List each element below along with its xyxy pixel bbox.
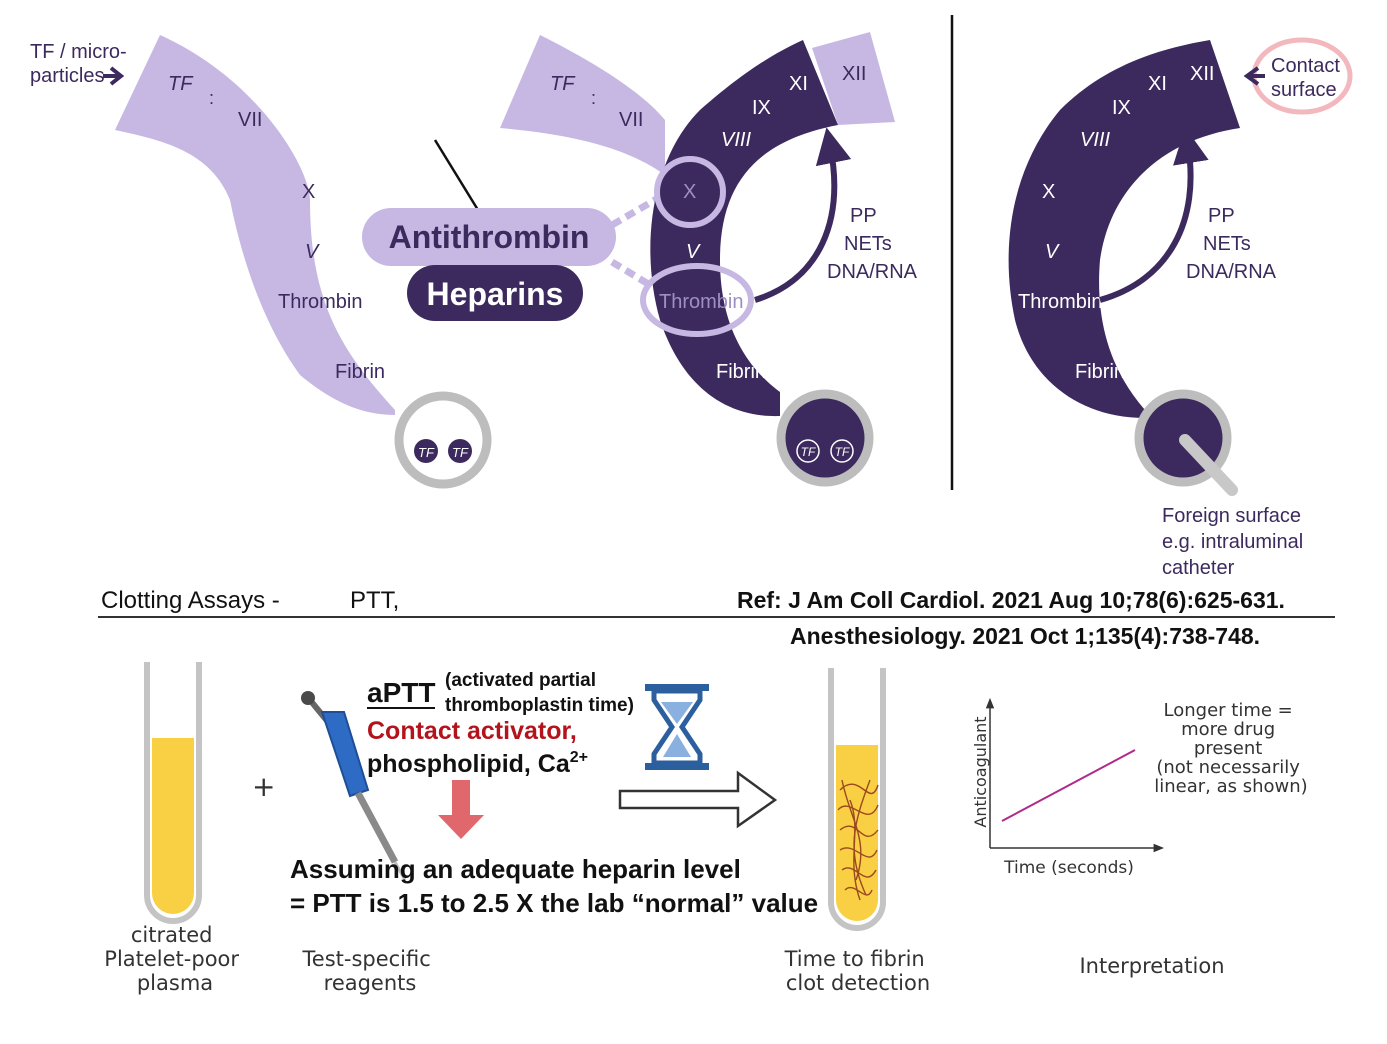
factor-tf: TF <box>550 73 576 95</box>
clot-detection-label: Time to fibrin clot detection <box>784 947 932 995</box>
factor-x: X <box>302 181 315 203</box>
heparins-pill <box>407 265 583 321</box>
hourglass-icon <box>645 684 709 770</box>
aptt-description: (activated partial thromboplastin time) <box>445 670 634 716</box>
interpretation-graph: Anticoagulant Time (seconds) Longer time… <box>971 697 1308 878</box>
factor-ix: IX <box>1112 97 1131 119</box>
factor-v: V <box>305 241 320 263</box>
factor-thrombin: Thrombin <box>659 291 743 313</box>
reference-1: Ref: J Am Coll Cardiol. 2021 Aug 10;78(6… <box>737 587 1285 613</box>
factor-xii: XII <box>842 63 866 85</box>
clotting-assays: Clotting Assays - PTT, Ref: J Am Coll Ca… <box>98 587 1335 995</box>
factor-xi: XI <box>789 73 808 95</box>
intrinsic-band-dark <box>650 40 838 417</box>
inhibitors: Antithrombin Heparins <box>362 139 662 321</box>
inhibited-x-ring <box>654 156 726 228</box>
feedback-arrow-icon <box>1099 127 1209 303</box>
foreign-surface-label: Foreign surface e.g. intraluminal cathet… <box>1162 505 1309 579</box>
tf-particle-icon <box>830 439 854 463</box>
feedback-pp: PP <box>850 205 877 227</box>
feedback-pp: PP <box>1208 205 1235 227</box>
clot-fill <box>836 745 878 921</box>
reagents-label: Test-specific reagents <box>302 947 438 995</box>
factor-colon: : <box>209 88 214 108</box>
feedback-dna-rna: DNA/RNA <box>1186 261 1277 283</box>
down-arrow-icon <box>438 780 484 839</box>
factor-v: V <box>686 241 701 263</box>
interpretation-label: Interpretation <box>1079 954 1224 978</box>
dash-to-x <box>610 193 662 229</box>
pointer-line <box>433 139 480 211</box>
factor-viii: VIII <box>721 129 751 151</box>
factor-viii: VIII <box>1080 129 1110 151</box>
tf-particle-label: TF <box>418 445 435 460</box>
assumption-line-2: = PTT is 1.5 to 2.5 X the lab “normal” v… <box>290 888 818 918</box>
assays-test: PTT, <box>350 587 399 614</box>
assays-heading: Clotting Assays - <box>101 587 280 614</box>
plasma-label: citrated Platelet-poor plasma <box>104 923 245 995</box>
graph-line <box>1001 749 1136 822</box>
factor-tf: TF <box>168 73 194 95</box>
feedback-nets: NETs <box>844 233 892 255</box>
factor-fibrin: Fibrin <box>716 361 766 383</box>
factor-xi: XI <box>1148 73 1167 95</box>
entry-arrow-icon <box>103 66 125 86</box>
factor-vii: VII <box>619 109 643 131</box>
phospholipid-label: phospholipid, Ca2+ <box>367 749 588 778</box>
feedback-arrow-icon <box>754 127 852 303</box>
factor-thrombin: Thrombin <box>1018 291 1102 313</box>
factor-x: X <box>1042 181 1055 203</box>
extrinsic-band-light <box>500 35 665 175</box>
assumption-line-1: Assuming an adequate heparin level <box>290 854 741 884</box>
entry-label: TF / micro- particles <box>30 41 132 87</box>
panel-combined: TF : VII XII XI IX VIII X V Thrombin Fib… <box>500 32 918 487</box>
factor-x: X <box>683 181 696 203</box>
graph-y-label: Anticoagulant <box>971 716 990 827</box>
plasma-fill <box>152 738 194 914</box>
tf-particle-icon <box>448 439 472 463</box>
graph-note: Longer time = more drug present (not nec… <box>1154 700 1307 797</box>
pipette-icon <box>301 691 407 881</box>
catheter-icon <box>1179 434 1238 496</box>
factor-thrombin: Thrombin <box>278 291 362 313</box>
tf-particle-label: TF <box>835 445 850 459</box>
factor-vii: VII <box>238 109 262 131</box>
vessel-ring <box>776 389 874 487</box>
feedback-dna-rna: DNA/RNA <box>827 261 918 283</box>
tf-particle-label: TF <box>801 445 816 459</box>
antithrombin-pill <box>362 208 616 266</box>
xii-band-light <box>812 32 895 125</box>
vessel-ring <box>394 391 492 489</box>
contact-arrow-icon <box>1243 66 1265 86</box>
factor-ix: IX <box>752 97 771 119</box>
factor-colon: : <box>591 88 596 108</box>
dash-to-thrombin <box>610 259 652 288</box>
process-arrow-icon <box>618 770 778 829</box>
factor-xii: XII <box>1190 63 1214 85</box>
tf-particle-label: TF <box>452 445 469 460</box>
contact-surface-label: Contact surface <box>1271 55 1346 101</box>
contact-activator-label: Contact activator, <box>367 717 577 745</box>
extrinsic-pathway-band <box>115 35 395 415</box>
factor-fibrin: Fibrin <box>1075 361 1125 383</box>
aptt-label: aPTT <box>367 677 435 708</box>
factor-v: V <box>1045 241 1060 263</box>
antithrombin-label: Antithrombin <box>389 219 590 255</box>
tf-particle-icon <box>414 439 438 463</box>
tf-particle-icon <box>796 439 820 463</box>
feedback-nets: NETs <box>1203 233 1251 255</box>
fibrin-clot-icon <box>837 779 879 901</box>
inhibited-thrombin-ring <box>640 263 754 337</box>
factor-fibrin: Fibrin <box>335 361 385 383</box>
heparins-label: Heparins <box>427 276 564 312</box>
panel-contact: Contact surface XII XI IX VIII X V Throm… <box>1008 37 1353 579</box>
reference-2: Anesthesiology. 2021 Oct 1;135(4):738-74… <box>790 623 1260 649</box>
panel-extrinsic: TF / micro- particles TF : VII X V Throm… <box>30 35 492 489</box>
plus-sign: + <box>252 770 275 803</box>
graph-x-label: Time (seconds) <box>1003 858 1134 878</box>
